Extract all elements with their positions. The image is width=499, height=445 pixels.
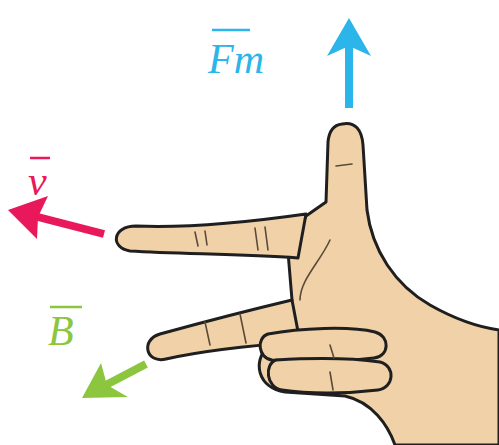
crease <box>330 345 334 358</box>
overbar <box>212 29 250 32</box>
velocity-arrowhead <box>8 196 48 239</box>
crease <box>195 232 198 246</box>
field-arrowhead <box>82 363 128 398</box>
crease <box>255 228 258 250</box>
field-arrow <box>104 364 146 386</box>
crease <box>205 322 210 345</box>
overbar <box>50 306 82 309</box>
palm <box>259 123 499 445</box>
overbar <box>30 157 50 160</box>
crease <box>300 240 330 300</box>
crease <box>336 164 352 166</box>
folded-finger <box>260 328 386 361</box>
crease <box>240 314 246 343</box>
force-label: Fm <box>208 38 264 80</box>
crease <box>265 227 268 250</box>
folded-finger <box>268 359 391 393</box>
field-label: B <box>48 310 74 352</box>
index-finger <box>116 214 306 258</box>
velocity-label: v <box>28 160 47 202</box>
force-arrowhead <box>327 18 371 56</box>
velocity-arrow <box>34 216 104 234</box>
force-arrow <box>345 42 353 108</box>
crease <box>205 231 207 245</box>
crease <box>330 372 333 390</box>
